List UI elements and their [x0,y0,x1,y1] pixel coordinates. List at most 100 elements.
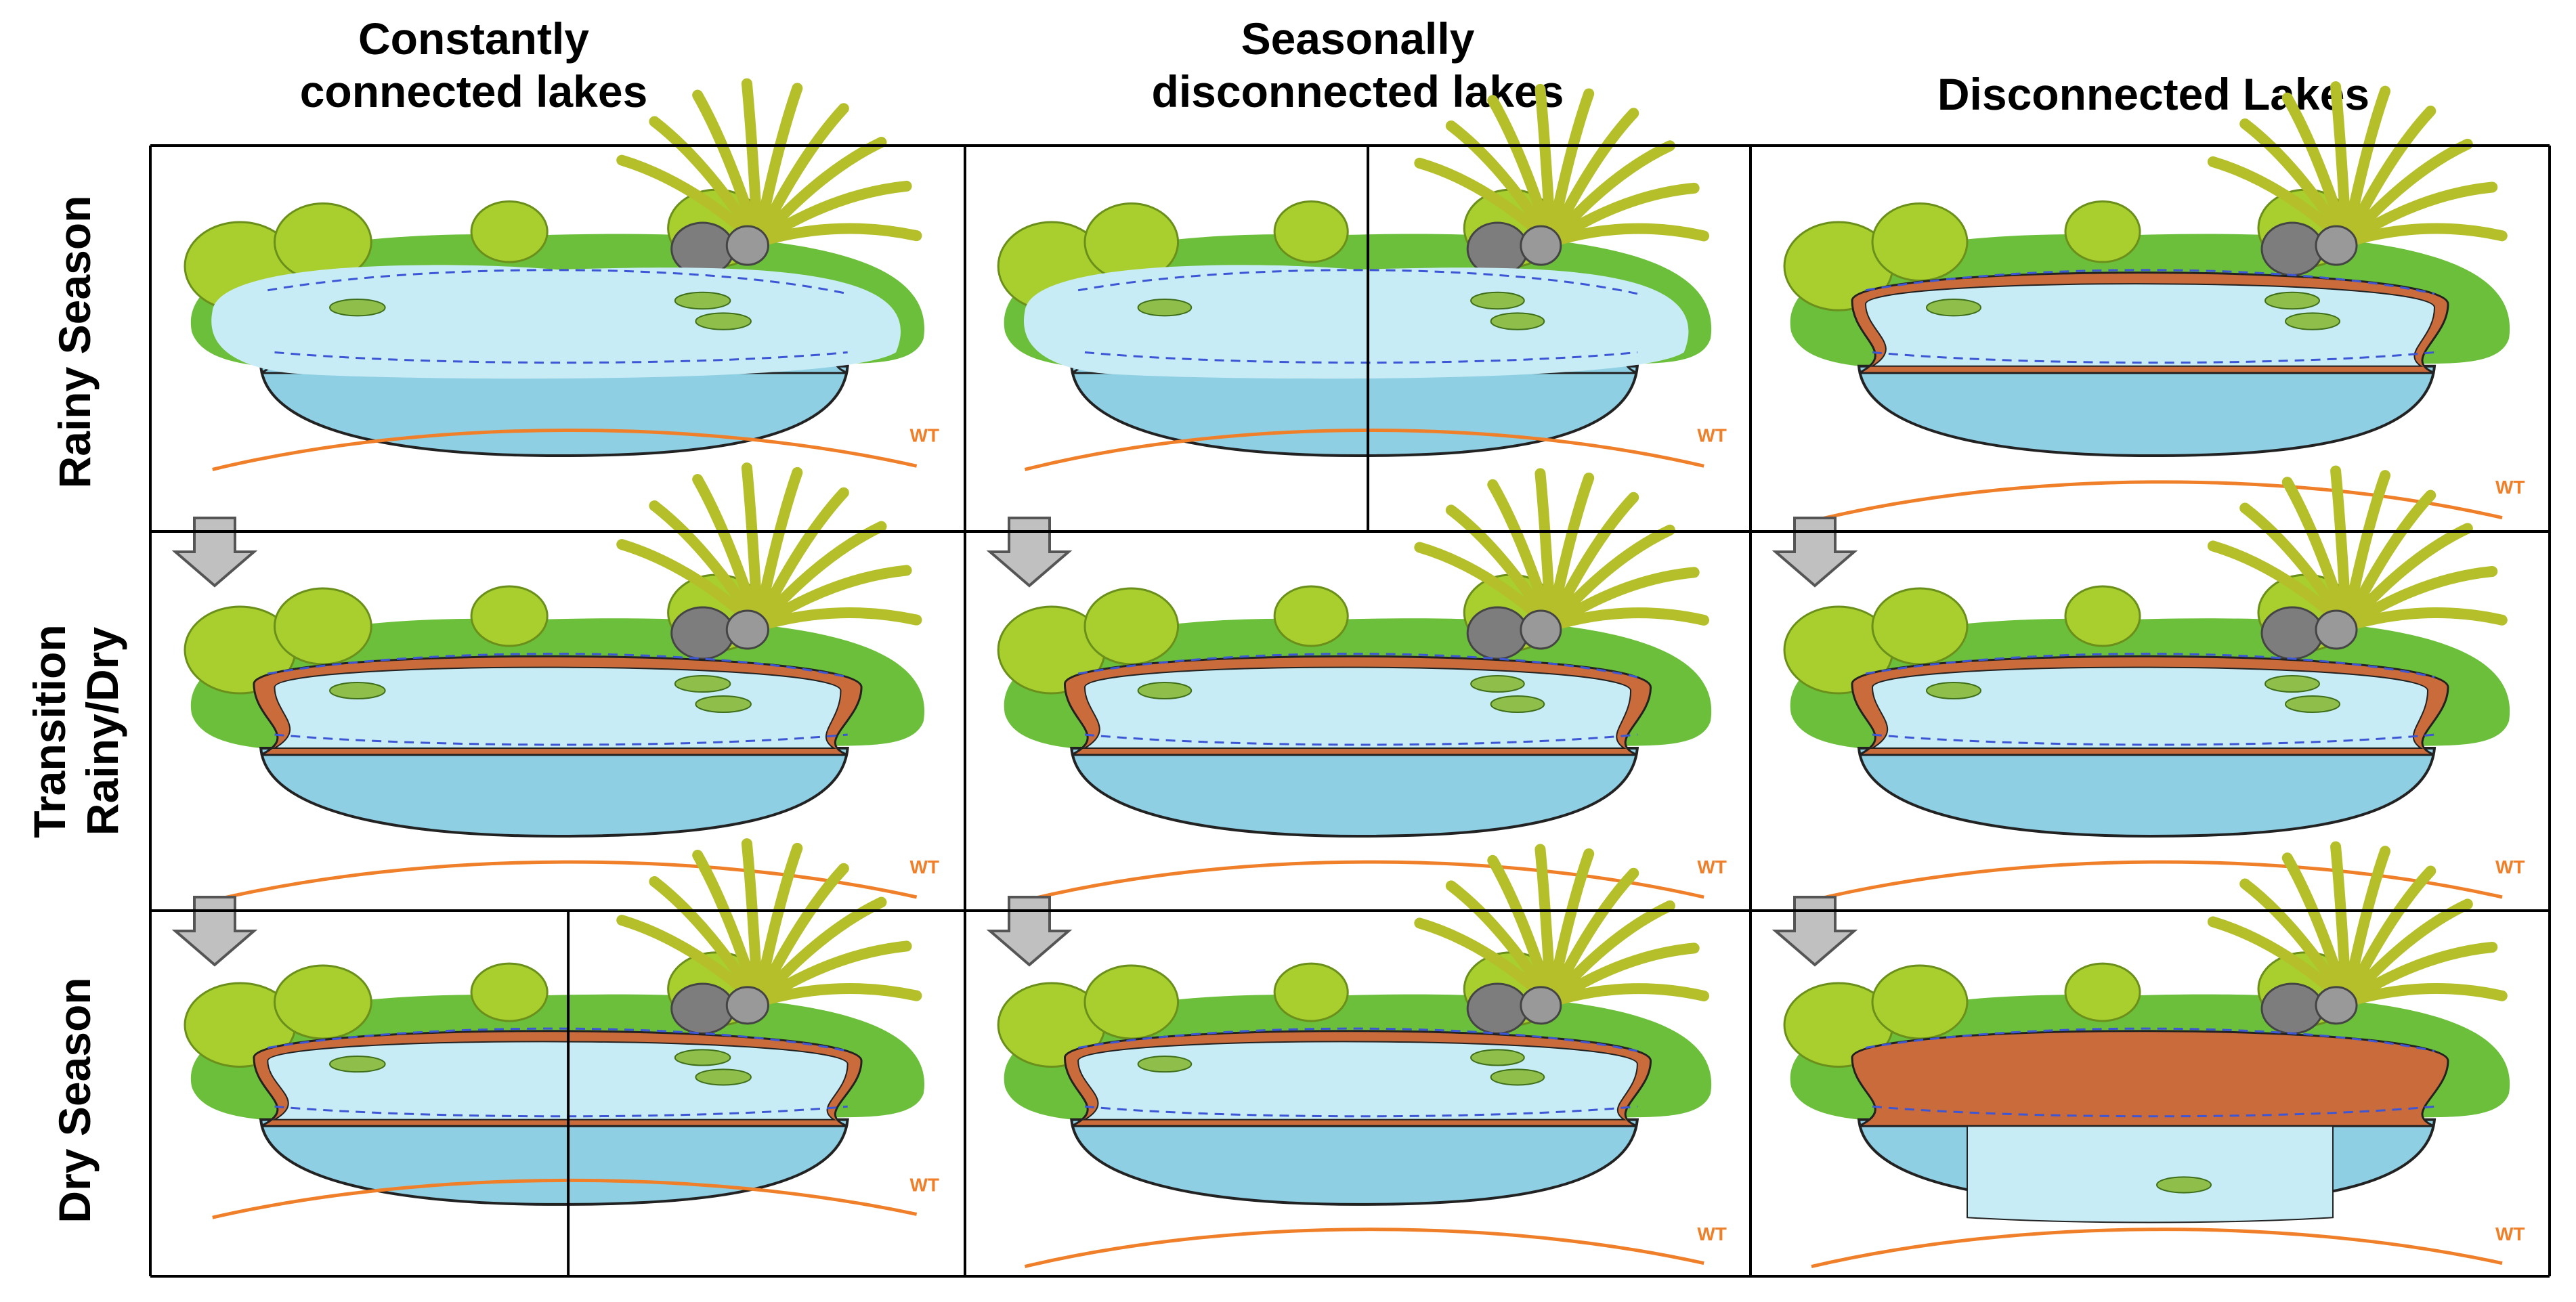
lake-basin [1070,747,1639,838]
fern-icon [752,982,922,1007]
bush-icon [1871,587,1969,666]
fern-icon [1545,492,1639,632]
fern-icon [741,462,764,632]
fern-icon [1487,479,1557,632]
fern-icon [1545,472,1595,632]
lily-pad-icon [2285,312,2340,330]
fern-icon [2341,846,2391,1007]
lily-pad-icon [1926,298,1981,317]
water-level-line [1084,1105,1638,1118]
fern-icon [1545,567,1700,632]
rock-icon [1466,982,1529,1035]
water-table-line [212,428,918,471]
fern-icon [1445,880,1557,1007]
fern-icon [2341,490,2437,632]
water-surface [1023,265,1689,379]
bush-icon [470,962,549,1022]
fern-icon [1445,120,1557,248]
fern-icon [1445,504,1557,632]
fern-icon [752,940,912,1007]
water-level-line [274,351,848,364]
water-surface [1870,666,2429,749]
water-table-line [1811,480,2503,523]
water-surface [1967,1125,2334,1223]
water-table-label: WT [2495,477,2525,498]
bush-icon [1273,585,1349,647]
fern-icon [1545,983,1710,1007]
fern-icon [741,838,764,1007]
rock-icon [1520,225,1562,266]
lily-pad-icon [2285,695,2340,713]
water-surface [267,1041,849,1121]
water-table-label: WT [2495,856,2525,877]
water-level-line [274,733,848,746]
fern-icon [2341,138,2473,248]
lily-pad-icon [1137,1056,1193,1073]
water-level-line [1084,351,1638,364]
fern-icon [1545,848,1595,1007]
column-title-constantly-connected: Constantly connected lakes [299,14,648,116]
lake-panel: WT [1772,841,2525,1268]
down-arrow-icon [171,517,258,588]
water-level-line [1872,733,2435,746]
lily-pad-icon [1137,682,1193,699]
lily-pad-icon [695,1068,752,1086]
bush-icon [1871,964,1969,1040]
down-arrow-icon [1772,896,1858,967]
fern-icon [752,180,912,248]
water-level-line [267,269,849,295]
fern-icon [741,78,764,248]
water-level-line [1077,269,1638,295]
fern-icon [2281,477,2352,632]
fern-icon [1545,607,1710,632]
water-table-line [1024,1228,1704,1268]
lake-panel: WT [171,462,939,903]
water-table-line [212,1178,918,1219]
water-table-line [212,860,918,903]
fern-icon [1487,854,1557,1007]
lily-pad-icon [2156,1176,2212,1194]
fern-icon [2341,85,2391,248]
lily-pad-icon [1490,312,1545,330]
fern-icon [649,876,764,1007]
bush-icon [470,200,549,263]
rock-icon [2260,982,2324,1035]
fern-icon [2330,81,2352,248]
fern-icon [692,474,764,632]
lily-pad-icon [1470,291,1525,310]
rock-icon [670,982,735,1035]
fern-icon [692,850,764,1007]
lily-pad-icon [2264,675,2320,693]
fern-icon [752,607,922,632]
rock-icon [1520,609,1562,650]
fern-icon [2330,465,2352,632]
water-table-line [1811,860,2503,903]
fern-icon [1545,182,1700,248]
fern-icon [692,89,764,248]
water-table-line [1024,860,1704,903]
fern-icon [1545,900,1675,1007]
bush-icon [274,964,372,1040]
rock-icon [2315,986,2358,1025]
fern-icon [752,466,803,632]
fern-icon [1545,108,1639,248]
rock-icon [670,221,735,276]
water-table-line [1811,1228,2503,1268]
lily-pad-icon [1490,695,1545,713]
lake-basin [259,364,849,458]
fern-icon [2239,878,2352,1007]
bush-icon [274,587,372,666]
fern-icon [2281,92,2352,248]
lake-panel: WT [986,468,1727,903]
rock-icon [1520,986,1562,1025]
fern-icon [2341,865,2437,1007]
lake-basin [1070,364,1639,458]
rock-icon [1466,221,1529,276]
water-level-line [267,1027,848,1052]
water-table-line [1024,429,1704,471]
fern-icon [2341,470,2391,632]
lily-pad-icon [329,298,386,317]
fern-icon [752,842,803,1007]
lake-basin [1857,747,2437,838]
